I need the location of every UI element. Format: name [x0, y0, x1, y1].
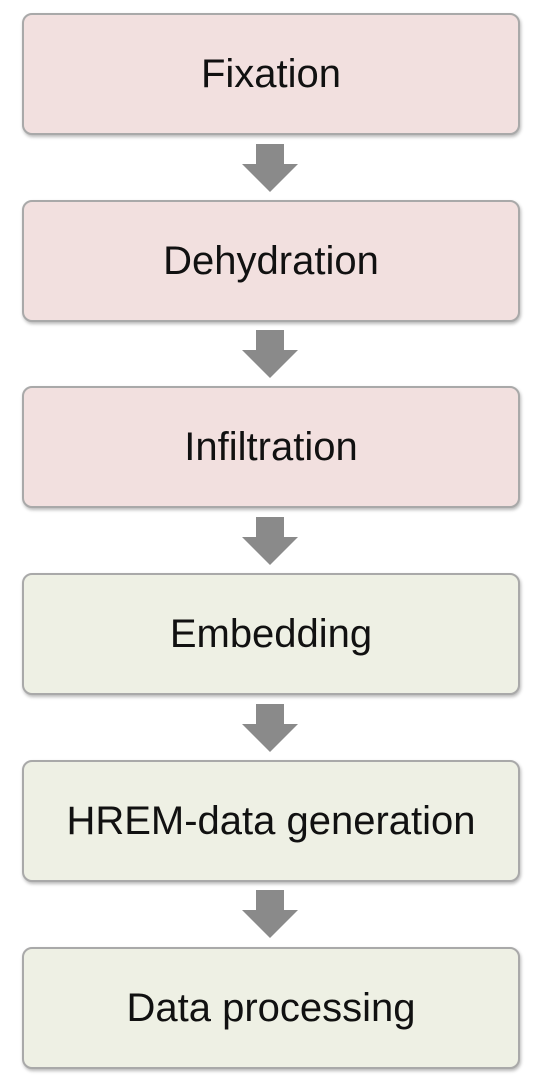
step-box-data-processing: Data processing [22, 947, 520, 1069]
step-box-infiltration: Infiltration [22, 386, 520, 508]
step-label: Dehydration [163, 238, 379, 283]
step-box-fixation: Fixation [22, 13, 520, 135]
step-label: Data processing [126, 985, 416, 1030]
down-arrow-icon [242, 144, 298, 192]
down-arrow-icon [242, 517, 298, 565]
down-arrow-icon [242, 330, 298, 378]
step-box-hrem-data-generation: HREM-data generation [22, 760, 520, 882]
step-box-dehydration: Dehydration [22, 200, 520, 322]
step-box-embedding: Embedding [22, 573, 520, 695]
down-arrow-icon [242, 704, 298, 752]
step-label: HREM-data generation [66, 798, 476, 843]
step-label: Fixation [200, 51, 342, 96]
step-label: Embedding [169, 611, 373, 656]
down-arrow-icon [242, 890, 298, 938]
step-label: Infiltration [184, 424, 358, 469]
